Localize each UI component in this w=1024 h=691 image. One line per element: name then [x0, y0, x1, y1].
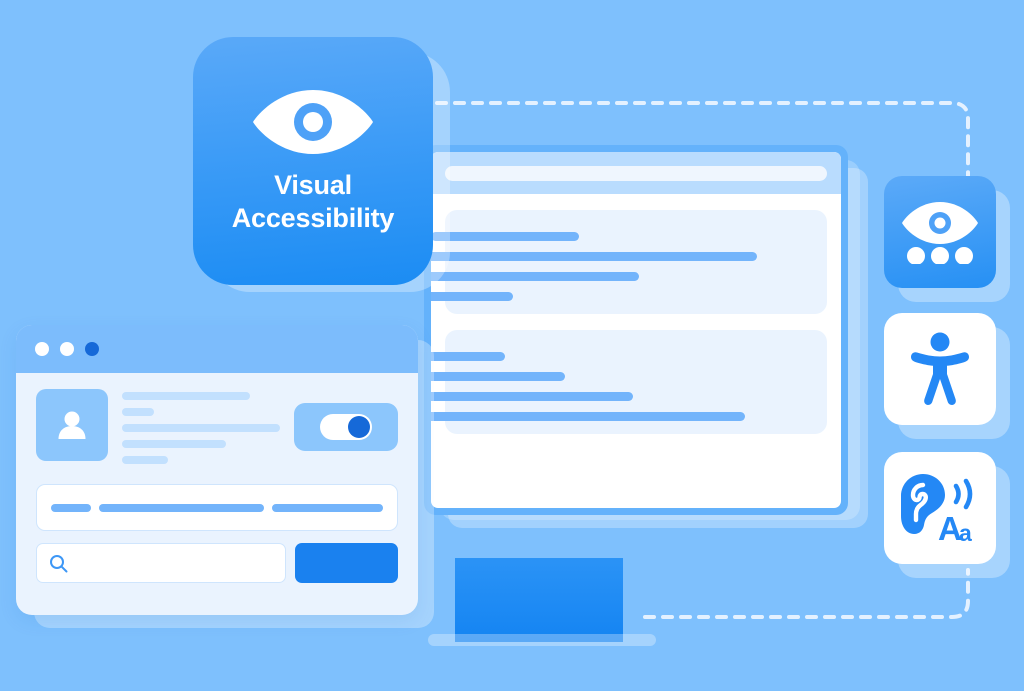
panel-line	[431, 372, 565, 381]
monitor-topbar	[431, 152, 841, 194]
browser-window	[16, 325, 418, 615]
monitor-content	[431, 194, 841, 434]
browser-titlebar	[16, 325, 418, 373]
content-bar-segment	[272, 503, 383, 512]
profile-line	[122, 408, 154, 416]
content-bar-segment	[98, 503, 265, 512]
traffic-light-minimize[interactable]	[60, 342, 74, 356]
panel-line	[431, 412, 745, 421]
traffic-light-close[interactable]	[35, 342, 49, 356]
panel-line	[431, 352, 505, 361]
search-button[interactable]	[295, 543, 398, 583]
panel-1-lines	[431, 232, 809, 312]
monitor-stand-base	[428, 634, 656, 646]
monitor-stand-neck	[455, 558, 623, 642]
user-avatar-icon	[58, 411, 86, 439]
panel-line	[431, 392, 633, 401]
accessibility-person-icon	[911, 332, 969, 405]
toggle-track[interactable]	[320, 414, 372, 440]
profile-row	[36, 389, 398, 472]
low-vision-card[interactable]	[884, 176, 996, 288]
content-bar-segment	[51, 503, 91, 512]
profile-line	[122, 440, 226, 448]
content-panel-2	[431, 330, 827, 434]
hero-title-line-1: Visual	[274, 169, 352, 200]
panel-line	[431, 232, 579, 241]
accessibility-card[interactable]	[884, 313, 996, 425]
panel-line	[431, 252, 757, 261]
profile-line	[122, 456, 168, 464]
eye-dots-icon	[902, 202, 978, 264]
ear-aa-icon: A a	[901, 474, 973, 544]
desktop-monitor	[424, 145, 848, 515]
search-icon	[50, 554, 68, 572]
content-panel-1	[431, 210, 827, 314]
eye-icon	[253, 89, 373, 154]
profile-line	[122, 392, 250, 400]
monitor-screen	[431, 152, 841, 508]
panel-line	[431, 292, 513, 301]
svg-text:A: A	[938, 510, 962, 544]
hero-card-title: Visual Accessibility	[232, 169, 395, 236]
hero-title-line-2: Accessibility	[231, 203, 395, 233]
profile-line	[122, 424, 280, 432]
search-input[interactable]	[36, 543, 286, 583]
accessibility-toggle[interactable]	[294, 403, 398, 451]
address-pill	[445, 165, 827, 181]
visual-accessibility-card[interactable]: Visual Accessibility	[193, 37, 433, 285]
toggle-knob[interactable]	[348, 416, 370, 438]
content-bar	[36, 484, 398, 531]
traffic-light-maximize[interactable]	[85, 342, 99, 356]
hearing-card[interactable]: A a	[884, 452, 996, 564]
svg-text:a: a	[959, 520, 972, 544]
panel-line	[431, 272, 639, 281]
profile-text-lines	[122, 389, 280, 472]
panel-2-lines	[431, 352, 809, 432]
browser-content	[16, 373, 418, 583]
avatar	[36, 389, 108, 461]
search-row	[36, 543, 398, 583]
